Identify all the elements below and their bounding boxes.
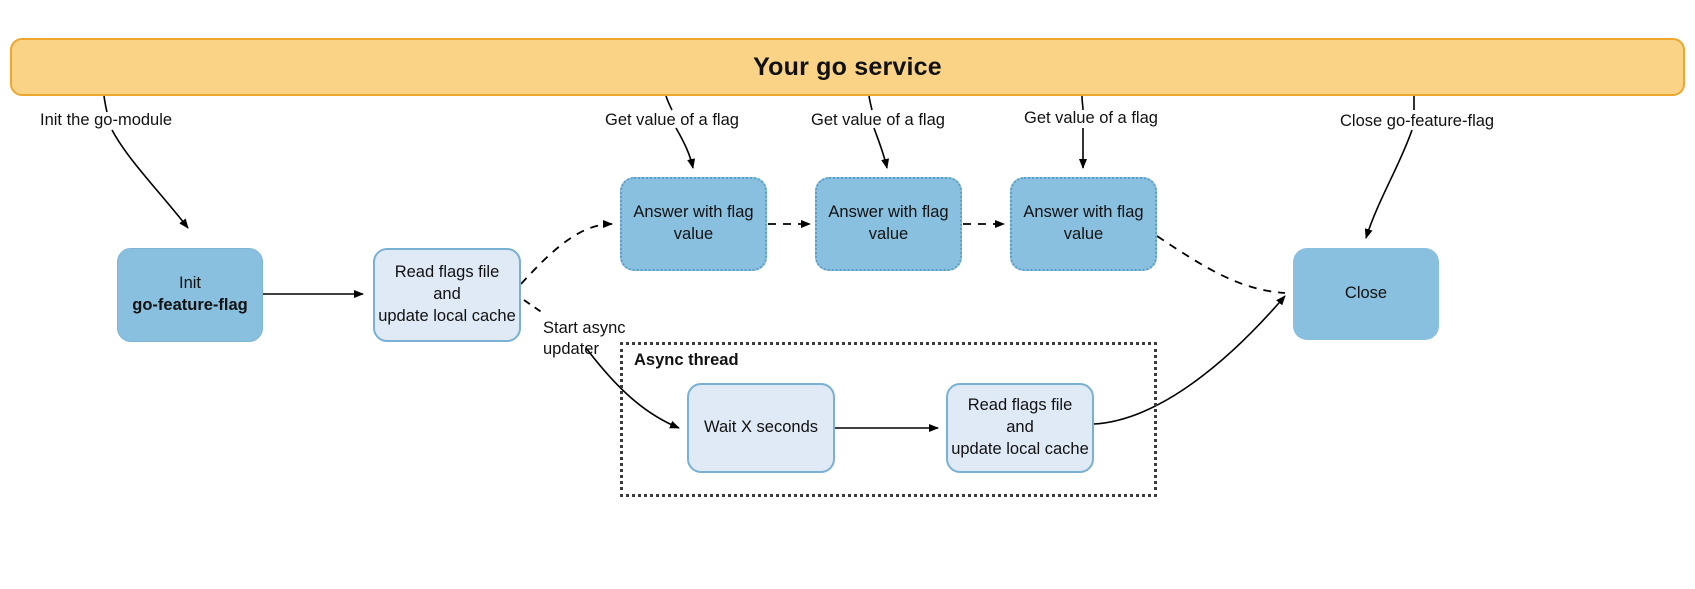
node-read-flags-async-label: Read flags file and update local cache (951, 396, 1089, 458)
node-answer-1-label: Answer with flag value (633, 203, 754, 243)
node-read-flags-file-main[interactable]: Read flags file and update local cache (373, 248, 521, 342)
node-read-flags-main-label: Read flags file and update local cache (378, 263, 516, 325)
edge-label-get-value-of-a-flag-3: Get value of a flag (1024, 109, 1158, 127)
node-answer-with-flag-value-3[interactable]: Answer with flag value (1010, 177, 1157, 271)
node-init-go-feature-flag[interactable]: Init go-feature-flag (117, 248, 263, 342)
service-band: Your go service (10, 38, 1685, 96)
edge-label-init-the-go-module: Init the go-module (40, 111, 173, 129)
node-wait-x-seconds[interactable]: Wait X seconds (687, 383, 835, 473)
async-thread-container (620, 342, 1157, 497)
node-read-flags-file-async[interactable]: Read flags file and update local cache (946, 383, 1094, 473)
edge-read-flags-to-async-stub (523, 299, 544, 314)
edge-label-get-value-of-a-flag-2: Get value of a flag (811, 111, 945, 129)
node-answer-with-flag-value-1[interactable]: Answer with flag value (620, 177, 767, 271)
service-band-label: Your go service (753, 52, 942, 81)
node-answer-with-flag-value-2[interactable]: Answer with flag value (815, 177, 962, 271)
node-close[interactable]: Close (1293, 248, 1439, 340)
edge-band-to-answer-2-upper (868, 95, 873, 111)
edge-band-to-answer-2 (873, 127, 890, 169)
edge-band-to-init (111, 129, 189, 229)
async-thread-title: Async thread (634, 351, 739, 369)
edge-band-to-close (1364, 129, 1413, 239)
edge-answer-3-to-close (1156, 235, 1286, 294)
edge-label-get-value-of-a-flag-1: Get value of a flag (605, 111, 739, 129)
node-answer-2-label: Answer with flag value (828, 203, 949, 243)
edge-label-start-async-updater: Start async updater (543, 319, 626, 359)
node-wait-label: Wait X seconds (703, 418, 819, 437)
edge-band-to-answer-1 (675, 127, 696, 169)
node-init-label: Init (178, 274, 201, 293)
edge-label-close-go-feature-flag: Close go-feature-flag (1340, 112, 1495, 130)
edge-read-flags-to-answer-1 (520, 220, 613, 285)
edge-band-to-answer-1-upper (665, 95, 673, 111)
node-answer-3-label: Answer with flag value (1023, 203, 1144, 243)
node-init-label-bold: go-feature-flag (132, 296, 248, 314)
node-close-label: Close (1344, 284, 1388, 303)
